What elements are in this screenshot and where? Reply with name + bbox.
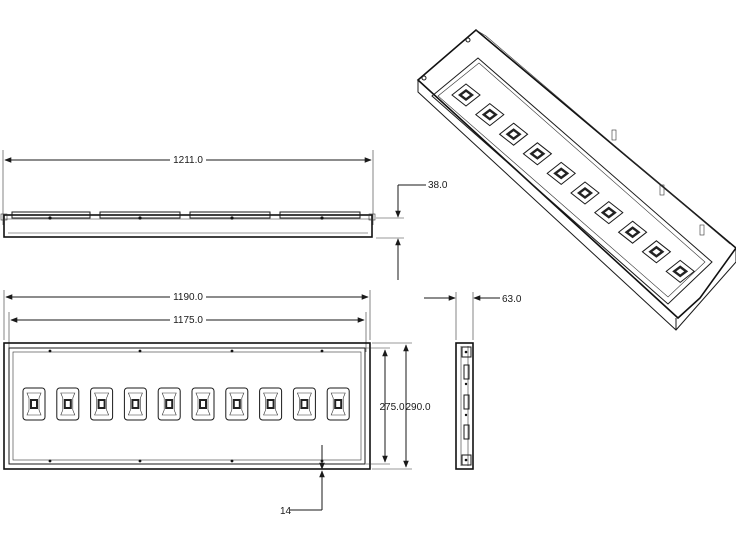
led-module	[292, 387, 316, 421]
led-module	[22, 387, 46, 421]
iso-led-module	[546, 161, 577, 186]
iso-led-module	[593, 200, 624, 225]
iso-led-module	[665, 259, 696, 284]
side-view: 1211.0 38.0	[0, 150, 448, 280]
iso-led-module	[641, 240, 672, 264]
dim-label-offset: 14	[280, 506, 292, 517]
iso-led-module	[570, 181, 600, 205]
led-module	[225, 387, 249, 421]
led-module-row	[22, 387, 350, 421]
led-module	[259, 387, 283, 421]
plan-view: 1190.0 1175.0 275.0 290.0 14	[3, 290, 431, 517]
dim-label-inner-length: 1175.0	[173, 315, 203, 326]
iso-led-module	[451, 83, 481, 107]
led-module	[56, 387, 80, 421]
led-module	[191, 387, 215, 421]
iso-led-module	[522, 142, 553, 166]
isometric-view	[416, 28, 736, 331]
iso-led-module	[498, 122, 529, 146]
iso-led-module	[617, 220, 648, 244]
dim-label-outer-width: 290.0	[405, 402, 430, 413]
led-module	[157, 387, 181, 421]
profile-view: 63.0	[424, 292, 522, 470]
dim-label-height: 38.0	[428, 180, 448, 191]
fixture-outer-frame	[3, 342, 371, 470]
led-module	[90, 387, 114, 421]
led-module	[123, 387, 147, 421]
led-module	[326, 387, 350, 421]
dim-label-inner-width: 275.0	[379, 402, 404, 413]
iso-led-modules	[451, 83, 696, 284]
iso-led-module	[474, 102, 505, 127]
dim-label-depth: 63.0	[502, 294, 522, 305]
dim-label-overall-length: 1211.0	[173, 155, 203, 166]
dim-label-outer-length: 1190.0	[173, 292, 203, 303]
